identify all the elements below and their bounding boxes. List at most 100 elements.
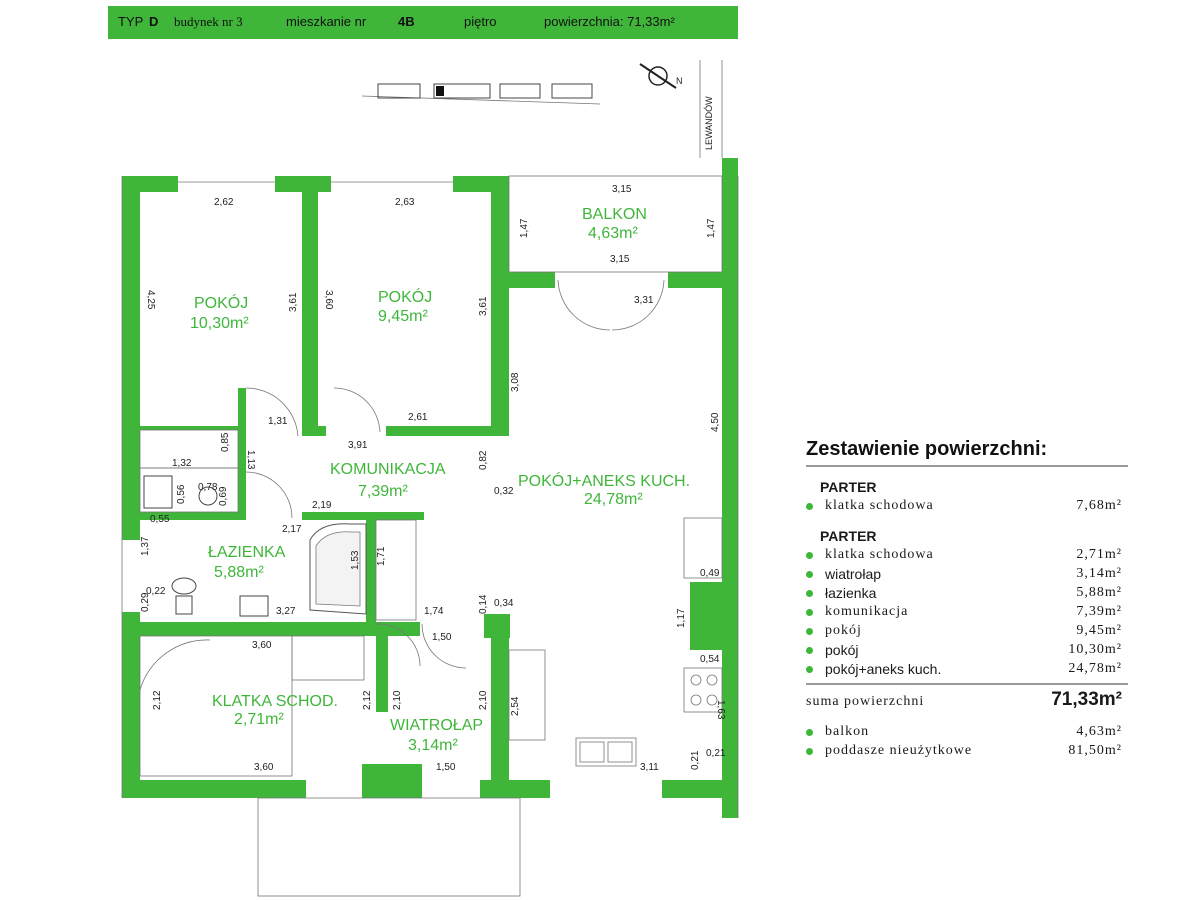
room-lazienka-name: ŁAZIENKA [208, 544, 286, 561]
stove-burner-icon [706, 694, 718, 706]
summary-section-heading: PARTER [820, 528, 877, 544]
room-aneks-name: POKÓJ+ANEKS KUCH. [518, 471, 690, 490]
plan-lines [121, 175, 739, 897]
dimension: 0,22 [146, 586, 166, 597]
room-pokoj-2-area: 9,45m² [378, 308, 428, 325]
dimension: 1,63 [715, 700, 726, 720]
summary-row-label: pokój+aneks kuch. [825, 661, 942, 677]
dimension: 1,53 [350, 550, 361, 570]
dimension: 1,37 [140, 536, 151, 556]
room-pokoj-2-name: POKÓJ [378, 287, 432, 306]
building-block [499, 83, 541, 99]
bullet-icon [806, 628, 813, 635]
summary-row-value: 4,63m² [1076, 724, 1122, 739]
summary-row-label: poddasze nieużytkowe [825, 743, 973, 758]
summary-row-label: pokój [825, 623, 862, 638]
dimension: 4,50 [710, 412, 721, 432]
dimension: 3,08 [510, 372, 521, 392]
apartment-number: 4B [398, 14, 415, 29]
washing-machine-icon [143, 475, 173, 509]
dimension: 2,17 [282, 524, 302, 535]
dimension: 0,32 [494, 486, 514, 497]
room-wiatrolap-area: 3,14m² [408, 737, 458, 754]
area-summary: Zestawienie powierzchni: PARTER klatka s… [806, 438, 1128, 761]
bullet-icon [806, 552, 813, 559]
room-pokoj-1-name: POKÓJ [194, 293, 248, 312]
dimension: 0,85 [220, 432, 231, 452]
dimension: 2,10 [392, 690, 403, 710]
summary-row-value: 9,45m² [1076, 623, 1122, 638]
summary-row-label: balkon [825, 724, 870, 739]
bathtub-icon [315, 531, 361, 607]
summary-section-heading: PARTER [820, 479, 877, 495]
dimension: 3,91 [348, 440, 368, 451]
dimension: 0,21 [706, 748, 726, 759]
room-komunikacja-name: KOMUNIKACJA [330, 461, 446, 478]
summary-row-label: pokój [825, 642, 859, 658]
summary-total-row: suma powierzchni 71,33m² [806, 683, 1128, 715]
summary-title: Zestawienie powierzchni: [806, 438, 1128, 467]
summary-row: pokój+aneks kuch. 24,78m² [806, 660, 1128, 679]
summary-row-value: 3,14m² [1076, 566, 1122, 581]
typ-label: TYP [118, 14, 144, 29]
summary-row-label: klatka schodowa [825, 547, 934, 562]
summary-row: poddasze nieużytkowe 81,50m² [806, 742, 1128, 761]
summary-row-value: 7,39m² [1076, 604, 1122, 619]
dimension: 3,60 [323, 290, 334, 310]
walls [122, 158, 738, 818]
room-klatka-name: KLATKA SCHOD. [212, 693, 338, 710]
dimension: 3,60 [252, 640, 272, 651]
building-number: budynek nr 3 [174, 14, 243, 29]
summary-row: klatka schodowa 7,68m² [806, 497, 1128, 516]
dimension: 1,74 [424, 606, 444, 617]
summary-row-value: 5,88m² [1076, 585, 1122, 600]
dimension: 1,32 [172, 458, 192, 469]
room-aneks-area: 24,78m² [584, 491, 643, 508]
dimension: 0,49 [700, 568, 720, 579]
bullet-icon [806, 748, 813, 755]
bullet-icon [806, 609, 813, 616]
dimension: 1,47 [519, 218, 530, 238]
dimension: 1,13 [245, 450, 256, 470]
summary-row: pokój 10,30m² [806, 641, 1128, 660]
dimension: 2,63 [395, 197, 415, 208]
stove-burner-icon [690, 694, 702, 706]
summary-row: wiatrołap 3,14m² [806, 565, 1128, 584]
summary-total-value: 71,33m² [1051, 689, 1122, 710]
dimension: 3,61 [478, 296, 489, 316]
room-balkon-area: 4,63m² [588, 225, 638, 242]
room-wiatrolap-name: WIATROŁAP [390, 717, 483, 734]
bullet-icon [806, 666, 813, 673]
street-name: LEWANDÓW [704, 96, 714, 150]
summary-row-value: 24,78m² [1068, 661, 1122, 676]
dimension: 2,19 [312, 500, 332, 511]
bullet-icon [806, 503, 813, 510]
summary-row-label: klatka schodowa [825, 498, 934, 513]
dimension: 0,78 [198, 482, 218, 493]
dimension: 1,31 [268, 416, 288, 427]
typ-value: D [149, 14, 159, 29]
summary-row-value: 2,71m² [1076, 547, 1122, 562]
dimension: 3,15 [612, 184, 632, 195]
bullet-icon [806, 590, 813, 597]
bullet-icon [806, 729, 813, 736]
summary-row-label: wiatrołap [825, 566, 882, 582]
dimension: 1,17 [676, 608, 687, 628]
north-label: N [676, 76, 683, 86]
room-lazienka-area: 5,88m² [214, 564, 264, 581]
summary-row: łazienka 5,88m² [806, 584, 1128, 603]
shower-icon [198, 486, 218, 506]
dimension: 3,27 [276, 606, 296, 617]
dimension: 0,29 [140, 592, 151, 612]
dimension: 3,61 [288, 292, 299, 312]
north-arrow-icon [639, 63, 677, 89]
dimension: 3,15 [610, 254, 630, 265]
plan-header: TYP D budynek nr 3 mieszkanie nr 4B pięt… [108, 6, 738, 39]
current-building-marker [436, 86, 444, 96]
summary-row-value: 7,68m² [1076, 498, 1122, 513]
building-block-current [433, 83, 491, 99]
dimension: 2,12 [152, 690, 163, 710]
dimension: 2,10 [478, 690, 489, 710]
dimension: 1,71 [376, 546, 387, 566]
